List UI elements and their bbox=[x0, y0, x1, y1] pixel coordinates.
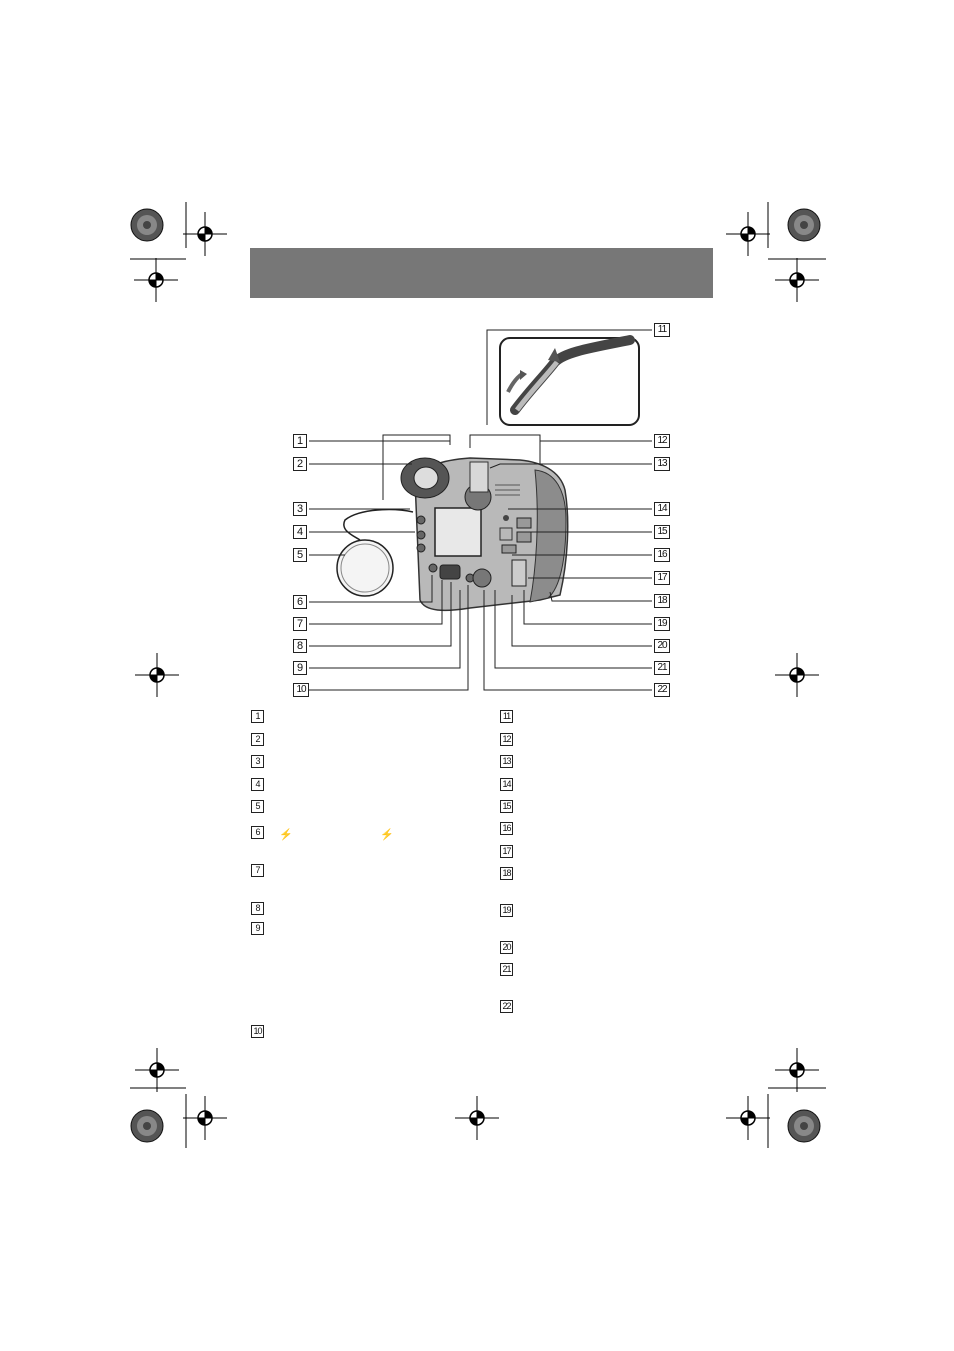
legend-item-2: 2 bbox=[251, 733, 264, 746]
callout-18: 18 bbox=[654, 594, 670, 608]
legend-item-14: 14 bbox=[500, 778, 513, 791]
legend-item-22: 22 bbox=[500, 1000, 513, 1013]
legend-item-11: 11 bbox=[500, 710, 513, 723]
callout-7: 7 bbox=[293, 617, 307, 631]
callout-2: 2 bbox=[293, 457, 307, 471]
callout-1: 1 bbox=[293, 434, 307, 448]
callout-16: 16 bbox=[654, 548, 670, 562]
callout-19: 19 bbox=[654, 617, 670, 631]
legend-item-13: 13 bbox=[500, 755, 513, 768]
callout-12: 12 bbox=[654, 434, 670, 448]
callout-14: 14 bbox=[654, 502, 670, 516]
legend-item-7: 7 bbox=[251, 864, 264, 877]
callout-4: 4 bbox=[293, 525, 307, 539]
callout-13: 13 bbox=[654, 457, 670, 471]
callout-11: 11 bbox=[654, 323, 670, 337]
camera-body bbox=[400, 457, 569, 612]
legend-item-3: 3 bbox=[251, 755, 264, 768]
callout-20: 20 bbox=[654, 639, 670, 653]
legend-item-12: 12 bbox=[500, 733, 513, 746]
legend-item-5: 5 bbox=[251, 800, 264, 813]
flash-icon: ⚡ bbox=[380, 829, 394, 841]
callout-10: 10 bbox=[293, 683, 309, 697]
legend-item-4: 4 bbox=[251, 778, 264, 791]
legend-item-21: 21 bbox=[500, 963, 513, 976]
legend-item-16: 16 bbox=[500, 822, 513, 835]
section-header-band bbox=[250, 248, 713, 298]
legend-item-17: 17 bbox=[500, 845, 513, 858]
callout-5: 5 bbox=[293, 548, 307, 562]
left-leader-lines bbox=[309, 440, 469, 691]
strap-inset bbox=[499, 335, 640, 426]
legend-item-19: 19 bbox=[500, 904, 513, 917]
callout-22: 22 bbox=[654, 683, 670, 697]
callout-6: 6 bbox=[293, 595, 307, 609]
callout-17: 17 bbox=[654, 571, 670, 585]
flash-icon: ⚡ bbox=[279, 829, 293, 841]
legend-item-18: 18 bbox=[500, 867, 513, 880]
callout-8: 8 bbox=[293, 639, 307, 653]
legend-item-10: 10 bbox=[251, 1025, 264, 1038]
callout-9: 9 bbox=[293, 661, 307, 675]
callout-3: 3 bbox=[293, 502, 307, 516]
legend-item-9: 9 bbox=[251, 922, 264, 935]
lens-cap bbox=[336, 508, 414, 597]
legend-item-20: 20 bbox=[500, 941, 513, 954]
legend-item-6: 6 bbox=[251, 826, 264, 839]
legend-item-15: 15 bbox=[500, 800, 513, 813]
callout-21: 21 bbox=[654, 661, 670, 675]
right-leader-lines bbox=[483, 440, 652, 691]
callout-15: 15 bbox=[654, 525, 670, 539]
legend-item-8: 8 bbox=[251, 902, 264, 915]
legend-item-1: 1 bbox=[251, 710, 264, 723]
